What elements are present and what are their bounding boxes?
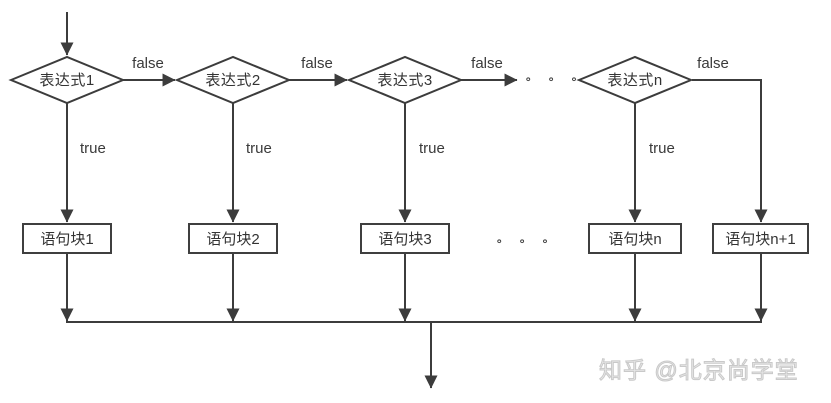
decision-diamond-2: [174, 55, 292, 105]
false-label-n: false: [697, 55, 729, 72]
ellipsis-block-row: ∘ ∘ ∘: [495, 233, 555, 248]
decision-label-3: 表达式3: [377, 72, 433, 90]
decision-diamond-3: [346, 55, 464, 105]
decision-label-1: 表达式1: [39, 72, 95, 90]
decision-label-2: 表达式2: [205, 72, 261, 90]
true-label-2: true: [246, 140, 272, 157]
true-label-3: true: [419, 140, 445, 157]
false-edge-n: [692, 79, 768, 223]
statement-block-n: 语句块n: [588, 223, 682, 254]
decision-diamond-n: [576, 55, 694, 105]
decision-diamond-1: [8, 55, 126, 105]
statement-block-1: 语句块1: [22, 223, 112, 254]
false-label-2: false: [301, 55, 333, 72]
ellipsis-decision-row: ∘ ∘ ∘: [524, 71, 584, 86]
statement-block-3: 语句块3: [360, 223, 450, 254]
zhihu-watermark: 知乎 @北京尚学堂: [599, 357, 799, 384]
false-label-3: false: [471, 55, 503, 72]
true-label-1: true: [80, 140, 106, 157]
false-label-1: false: [132, 55, 164, 72]
true-label-n: true: [649, 140, 675, 157]
statement-block-n1: 语句块n+1: [712, 223, 809, 254]
statement-block-2: 语句块2: [188, 223, 278, 254]
decision-label-n: 表达式n: [607, 72, 663, 90]
